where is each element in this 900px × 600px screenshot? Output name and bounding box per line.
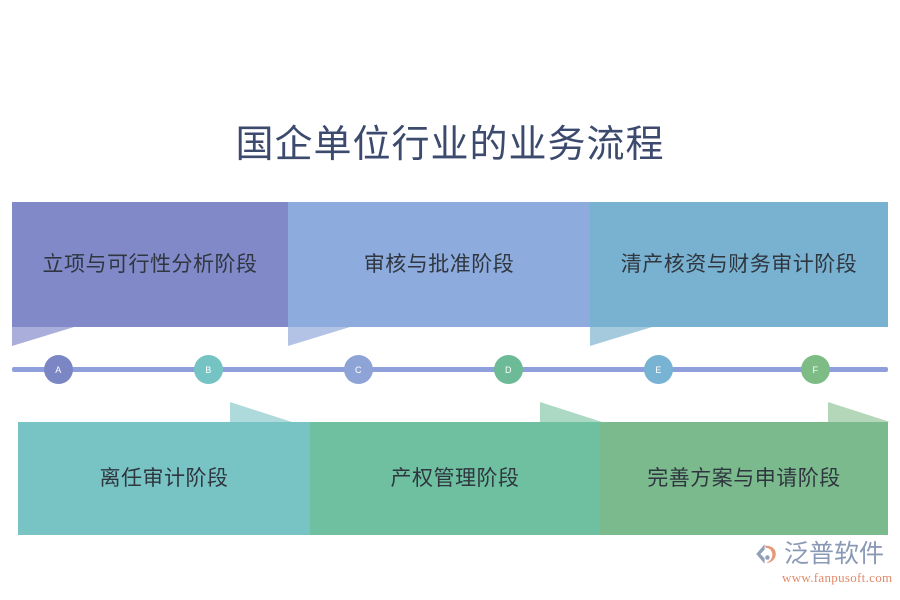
timeline-node-label: E [655, 364, 662, 375]
stage-box-top-2[interactable]: 审核与批准阶段 [288, 202, 590, 327]
timeline-node-a[interactable]: A [44, 355, 73, 384]
timeline-node-label: D [505, 364, 512, 375]
stage-label: 立项与可行性分析阶段 [42, 252, 258, 277]
stage-tail-top-1 [12, 327, 74, 346]
stage-label: 离任审计阶段 [99, 466, 229, 491]
page-title: 国企单位行业的业务流程 [235, 124, 665, 166]
stage-tail-top-3 [590, 327, 652, 346]
brand-name: 泛普软件 [784, 540, 885, 568]
timeline-node-label: F [812, 364, 819, 375]
timeline-node-label: A [55, 364, 62, 375]
stage-box-bottom-3[interactable]: 完善方案与申请阶段 [600, 422, 888, 535]
stage-tail-bottom-2 [540, 402, 602, 422]
timeline-node-label: C [355, 364, 362, 375]
timeline-node-d[interactable]: D [494, 355, 523, 384]
stage-box-top-1[interactable]: 立项与可行性分析阶段 [12, 202, 288, 327]
stage-label: 审核与批准阶段 [363, 252, 515, 277]
fanpu-logo-icon [756, 544, 776, 564]
stage-box-bottom-1[interactable]: 离任审计阶段 [18, 422, 310, 535]
timeline-node-label: B [205, 364, 212, 375]
timeline-node-f[interactable]: F [801, 355, 830, 384]
stage-box-top-3[interactable]: 清产核资与财务审计阶段 [590, 202, 888, 327]
stage-tail-top-2 [288, 327, 350, 346]
stage-tail-bottom-1 [230, 402, 292, 422]
stage-label: 清产核资与财务审计阶段 [620, 252, 858, 277]
stage-label: 产权管理阶段 [390, 466, 520, 491]
timeline-node-e[interactable]: E [644, 355, 673, 384]
timeline-node-b[interactable]: B [194, 355, 223, 384]
timeline-node-c[interactable]: C [344, 355, 373, 384]
brand-logo: 泛普软件 www.fanpusoft.com [752, 540, 892, 592]
brand-row: 泛普软件 [752, 540, 884, 568]
brand-url: www.fanpusoft.com [782, 570, 893, 585]
stage-label: 完善方案与申请阶段 [647, 466, 841, 491]
stage-box-bottom-2[interactable]: 产权管理阶段 [310, 422, 600, 535]
timeline-axis [12, 367, 888, 372]
stage-tail-bottom-3 [828, 402, 890, 422]
